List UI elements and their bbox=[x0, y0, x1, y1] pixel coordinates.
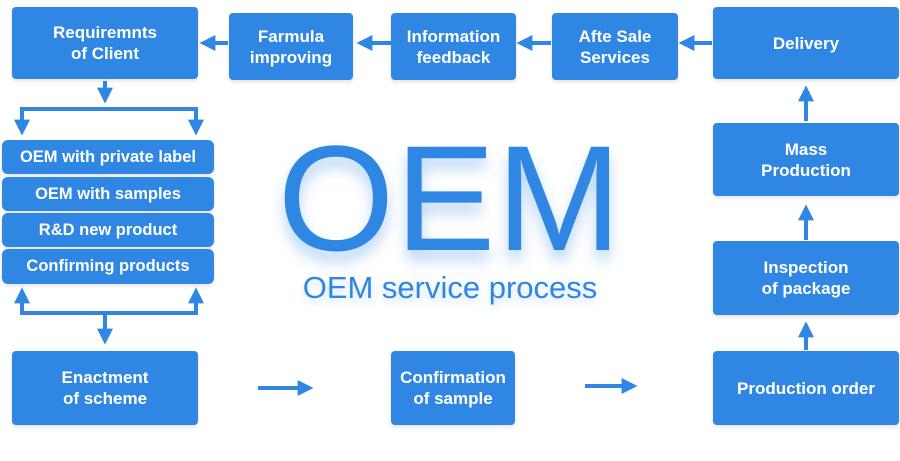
inspection-of-package-box: Inspection of package bbox=[713, 241, 899, 315]
oem-subtitle: OEM service process bbox=[302, 270, 598, 305]
formula-improving-box: Farmula improving bbox=[229, 13, 353, 80]
option-private-label: OEM with private label bbox=[2, 140, 214, 174]
option-with-samples: OEM with samples bbox=[2, 177, 214, 211]
confirmation-of-sample-box: Confirmation of sample bbox=[391, 351, 515, 425]
option-rd-new-product: R&D new product bbox=[2, 213, 214, 247]
mass-production-box: Mass Production bbox=[713, 123, 899, 196]
production-order-box: Production order bbox=[713, 351, 899, 425]
option-confirming-products: Confirming products bbox=[2, 249, 214, 284]
information-feedback-box: Information feedback bbox=[391, 13, 516, 80]
oem-title: OEM bbox=[277, 114, 623, 282]
after-sale-services-box: Afte Sale Services bbox=[552, 13, 678, 80]
requirements-of-client-box: Requiremnts of Client bbox=[12, 7, 198, 79]
enactment-of-scheme-box: Enactment of scheme bbox=[12, 351, 198, 425]
delivery-box: Delivery bbox=[713, 7, 899, 79]
